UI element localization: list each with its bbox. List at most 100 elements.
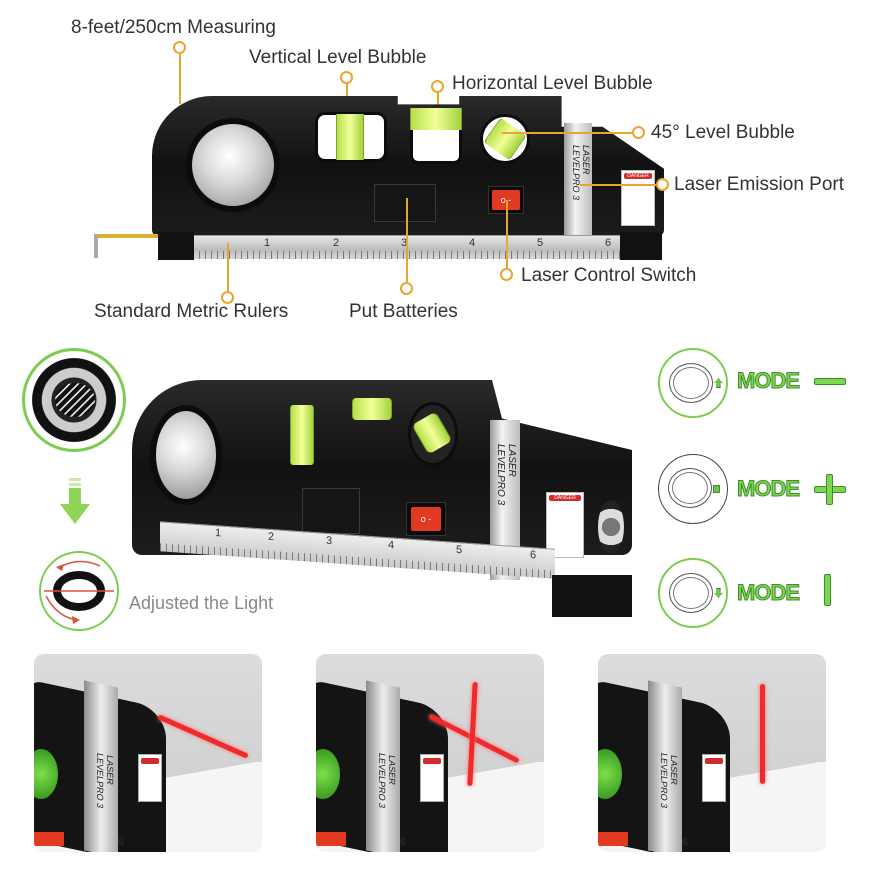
laser-card-cross: LASER LEVELPRO 3 6 <box>316 654 544 852</box>
mini-text-laser: LASER <box>386 754 397 786</box>
mode-dial-2 <box>658 454 728 524</box>
battery-cover-2 <box>302 488 360 534</box>
callout-45-bubble: 45° Level Bubble <box>651 122 795 143</box>
callout-laser-port: Laser Emission Port <box>674 174 845 195</box>
mini-ruler-number: 6 <box>682 837 688 848</box>
mode-dial-3 <box>658 558 728 628</box>
ruler2-mark-4: 4 <box>388 539 395 552</box>
arrow-down-small-icon <box>714 588 723 598</box>
mini-warning-label <box>702 754 726 802</box>
mini-ruler-number: 6 <box>118 837 124 848</box>
callout-batteries: Put Batteries <box>349 301 458 322</box>
callout-dot-45 <box>632 126 645 139</box>
ruler-mark-5: 5 <box>537 237 544 249</box>
ruler-mark-3: 3 <box>401 237 408 249</box>
ruler-mark-6: 6 <box>605 237 612 249</box>
dial-ring <box>669 573 713 613</box>
ruler2-ticks <box>160 543 555 579</box>
danger-badge-2: DANGER <box>549 495 581 501</box>
callout-measuring: 8-feet/250cm Measuring <box>71 17 276 38</box>
arrow-up-icon <box>714 378 723 388</box>
horizontal-bubble-vial <box>410 108 462 130</box>
callout-horizontal-bubble: Horizontal Level Bubble <box>452 73 653 94</box>
mini-warning-label <box>138 754 162 802</box>
ruler2-mark-2: 2 <box>268 530 275 544</box>
vertical-bar-icon <box>824 574 831 606</box>
measuring-tape-lens <box>186 118 280 212</box>
device-foot-left <box>158 232 194 260</box>
band-text-laser-2: LASER <box>506 444 517 477</box>
callout-line-laser-port <box>580 184 656 186</box>
callout-laser-switch: Laser Control Switch <box>521 265 697 286</box>
mini-band-text: LASER LEVELPRO 3 <box>658 752 679 811</box>
mode-label-2: MODE <box>737 476 801 502</box>
callout-dot-measuring <box>173 41 186 54</box>
vertical-bubble-vial <box>336 114 364 160</box>
callout-line-batteries <box>406 198 408 282</box>
horizontal-bubble-vial-2 <box>352 398 392 420</box>
laser-vertical-line <box>760 684 765 784</box>
danger-badge: DANGER <box>624 173 652 179</box>
tape-hook <box>94 234 98 258</box>
laser-horizontal-line <box>157 714 249 759</box>
ruler2-mark-5: 5 <box>456 543 463 557</box>
dial-ring-inner <box>673 367 709 399</box>
mini-text-model: LEVELPRO 3 <box>376 752 387 810</box>
dial-ring-inner <box>672 472 708 504</box>
callout-dot-laser-port <box>656 178 669 191</box>
band-text-2: LASER LEVELPRO 3 <box>495 444 517 505</box>
callout-line-rulers <box>227 243 229 291</box>
callout-dot-batteries <box>400 282 413 295</box>
dial-ring <box>669 363 713 403</box>
callout-dot-switch <box>500 268 513 281</box>
minus-icon <box>814 378 846 385</box>
mini-band-text: LASER LEVELPRO 3 <box>376 752 397 811</box>
ruler-mark-4: 4 <box>469 237 476 249</box>
warning-label-2: DANGER <box>546 492 584 558</box>
device-foot-right-2 <box>552 575 632 617</box>
dial-grip-icon <box>55 383 95 417</box>
band-text-laser: LASER <box>580 145 591 175</box>
mini-text-model: LEVELPRO 3 <box>94 752 105 810</box>
device-foot-right <box>620 232 662 260</box>
dial-ring <box>668 468 712 508</box>
callout-dot-vertical <box>340 71 353 84</box>
mode-label-3: MODE <box>737 580 801 606</box>
callout-vertical-bubble: Vertical Level Bubble <box>249 47 427 68</box>
arrow-down-icon <box>60 478 90 524</box>
adjust-light-caption: Adjusted the Light <box>129 593 274 613</box>
callout-metric-rulers: Standard Metric Rulers <box>94 301 289 322</box>
callout-line-45 <box>502 132 632 134</box>
ruler2-mark-6: 6 <box>530 549 537 562</box>
plus-icon-v <box>826 474 833 505</box>
mini-band-text: LASER LEVELPRO 3 <box>94 752 115 811</box>
mini-text-model: LEVELPRO 3 <box>658 752 669 810</box>
dial-ring-inner <box>673 577 709 609</box>
tape-strip <box>96 234 158 238</box>
mini-text-laser: LASER <box>104 754 115 786</box>
switch-glyphs: o - <box>500 195 512 205</box>
band-text: LASER LEVELPRO 3 <box>570 145 591 201</box>
ruler-mark-1: 1 <box>264 237 271 249</box>
mini-ruler-number: 6 <box>400 837 406 848</box>
warning-label: DANGER <box>621 170 655 226</box>
mode-dial-1 <box>658 348 728 418</box>
band-text-model: LEVELPRO 3 <box>570 145 581 201</box>
callout-line-measuring <box>179 54 181 104</box>
laser-emission-port <box>598 500 624 554</box>
vertical-bubble-vial-2 <box>290 405 314 465</box>
callout-line-switch <box>506 200 508 268</box>
switch-glyphs-2: o - <box>420 514 432 524</box>
ruler2-mark-1: 1 <box>215 527 222 540</box>
mini-text-laser: LASER <box>668 754 679 786</box>
ruler2-mark-3: 3 <box>326 534 333 548</box>
laser-card-vertical: LASER LEVELPRO 3 6 <box>598 654 826 852</box>
mini-switch <box>34 832 64 846</box>
dial-closeup <box>22 348 126 452</box>
battery-cover <box>374 184 436 222</box>
callout-dot-rulers <box>221 291 234 304</box>
mini-switch <box>598 832 628 846</box>
square-indicator-icon <box>713 485 720 493</box>
rotate-adjust-icon <box>39 551 119 631</box>
mini-warning-label <box>420 754 444 802</box>
